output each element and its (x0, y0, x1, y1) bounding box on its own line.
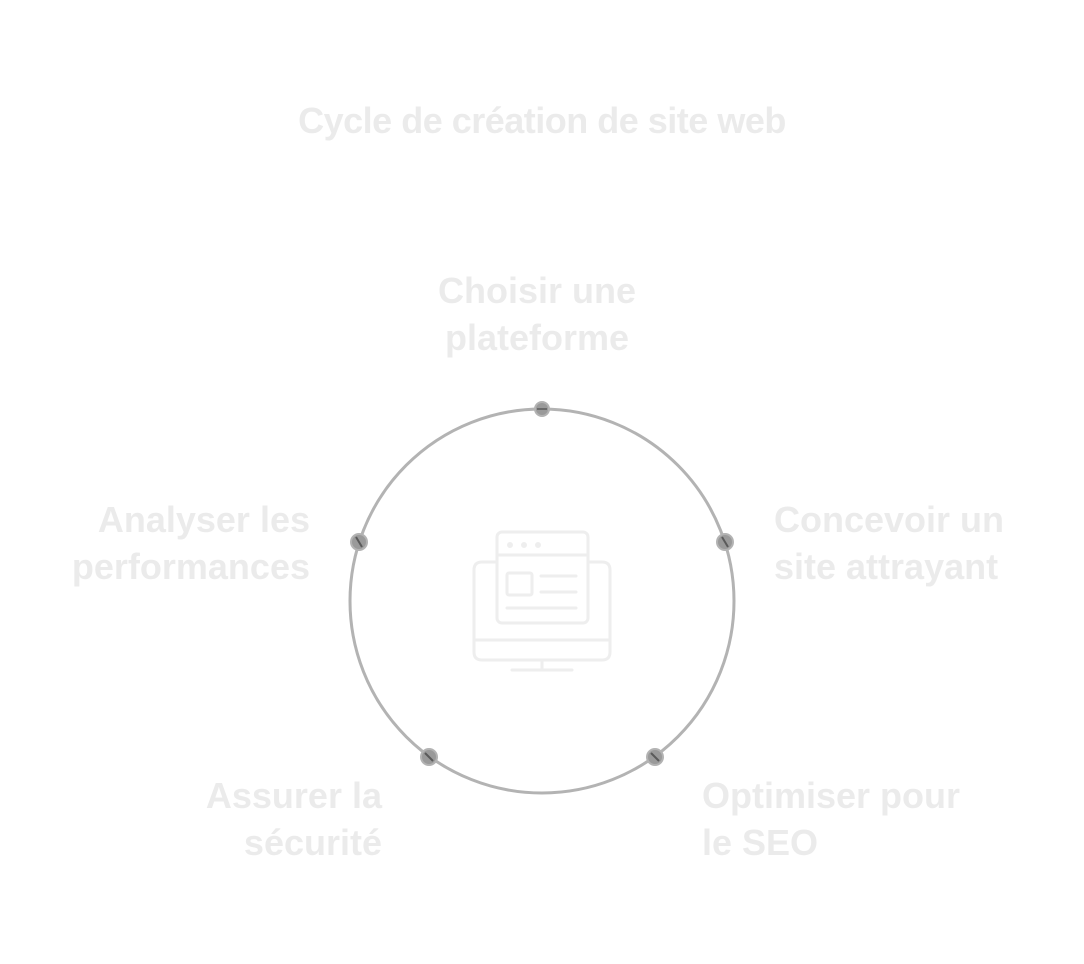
node-assurer-securite (420, 748, 438, 766)
step-choisir-plateforme: Choisir une plateforme (392, 267, 682, 361)
step-label-line2: le SEO (702, 822, 819, 863)
node-concevoir-site (716, 533, 734, 551)
step-label-line1: Analyser les (97, 499, 310, 540)
step-label-line1: Choisir une (437, 270, 637, 311)
step-label-line2: performances (71, 546, 310, 587)
website-browser-icon (472, 530, 612, 672)
step-label-line2: plateforme (444, 317, 630, 358)
diagram-title: Cycle de création de site web (298, 100, 786, 141)
step-concevoir-site: Concevoir un site attrayant (774, 496, 1074, 590)
node-choisir-plateforme (534, 401, 550, 417)
step-label-line1: Optimiser pour (702, 775, 961, 816)
step-label-line1: Assurer la (205, 775, 382, 816)
node-analyser-performances (350, 533, 368, 551)
step-label-line1: Concevoir un (774, 499, 1005, 540)
step-label-line2: site attrayant (774, 546, 999, 587)
step-optimiser-seo: Optimiser pour le SEO (702, 772, 1002, 866)
step-assurer-securite: Assurer la sécurité (82, 772, 382, 866)
cycle-ring (348, 407, 736, 795)
node-optimiser-seo (646, 748, 664, 766)
step-label-line2: sécurité (243, 822, 382, 863)
step-analyser-performances: Analyser les performances (10, 496, 310, 590)
